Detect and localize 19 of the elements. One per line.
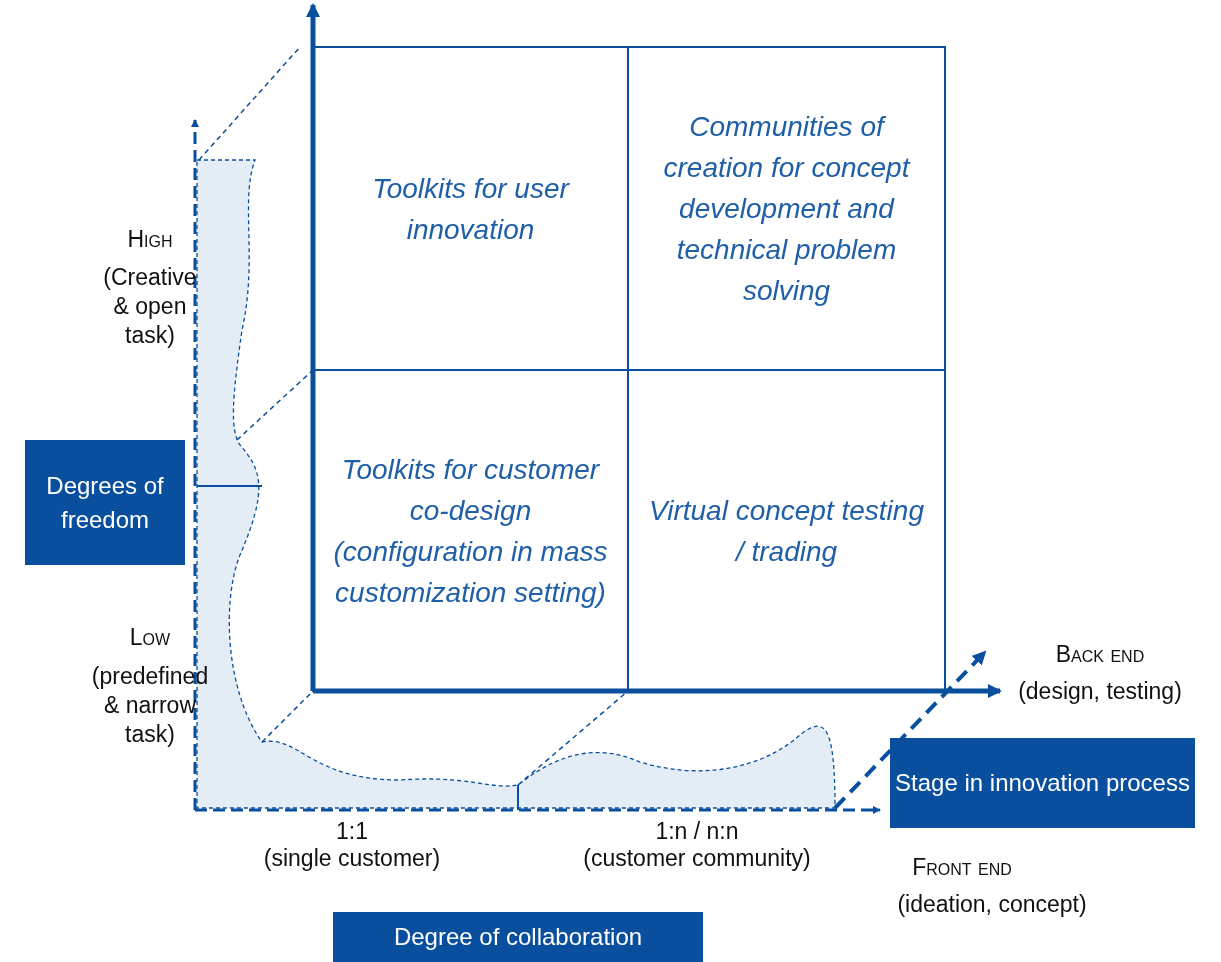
axis-title-box: Degree of collaboration xyxy=(333,912,703,962)
axis-label: 1:n / n:n xyxy=(654,816,740,846)
axis-label: (ideation, concept) xyxy=(896,889,1088,919)
axis-title-box: Degrees of freedom xyxy=(25,440,185,565)
cell-text: Virtual concept testing / trading xyxy=(648,493,925,569)
axis-label: (predefined & narrow task) xyxy=(90,661,210,749)
axis-label: (customer community) xyxy=(582,843,812,873)
axis-label: (single customer) xyxy=(262,843,442,873)
axis-title-box: Stage in innovation process xyxy=(890,738,1195,828)
axis-level-label: Low xyxy=(128,622,172,652)
axis-label: (Creative & open task) xyxy=(102,262,198,350)
cell-text: Toolkits for user innovation xyxy=(371,171,571,247)
cell-text: Communities of creation for concept development and technical problem solving xyxy=(662,110,912,308)
axis-level-label: High xyxy=(126,224,174,254)
axis-label: (design, testing) xyxy=(1017,676,1183,706)
axis-level-label: Front end xyxy=(911,852,1013,882)
cell-text: Toolkits for customer co-design (configuration in mass customization setting) xyxy=(332,452,609,610)
axis-label: 1:1 xyxy=(335,816,369,846)
axis-level-label: Back end xyxy=(1054,639,1146,669)
